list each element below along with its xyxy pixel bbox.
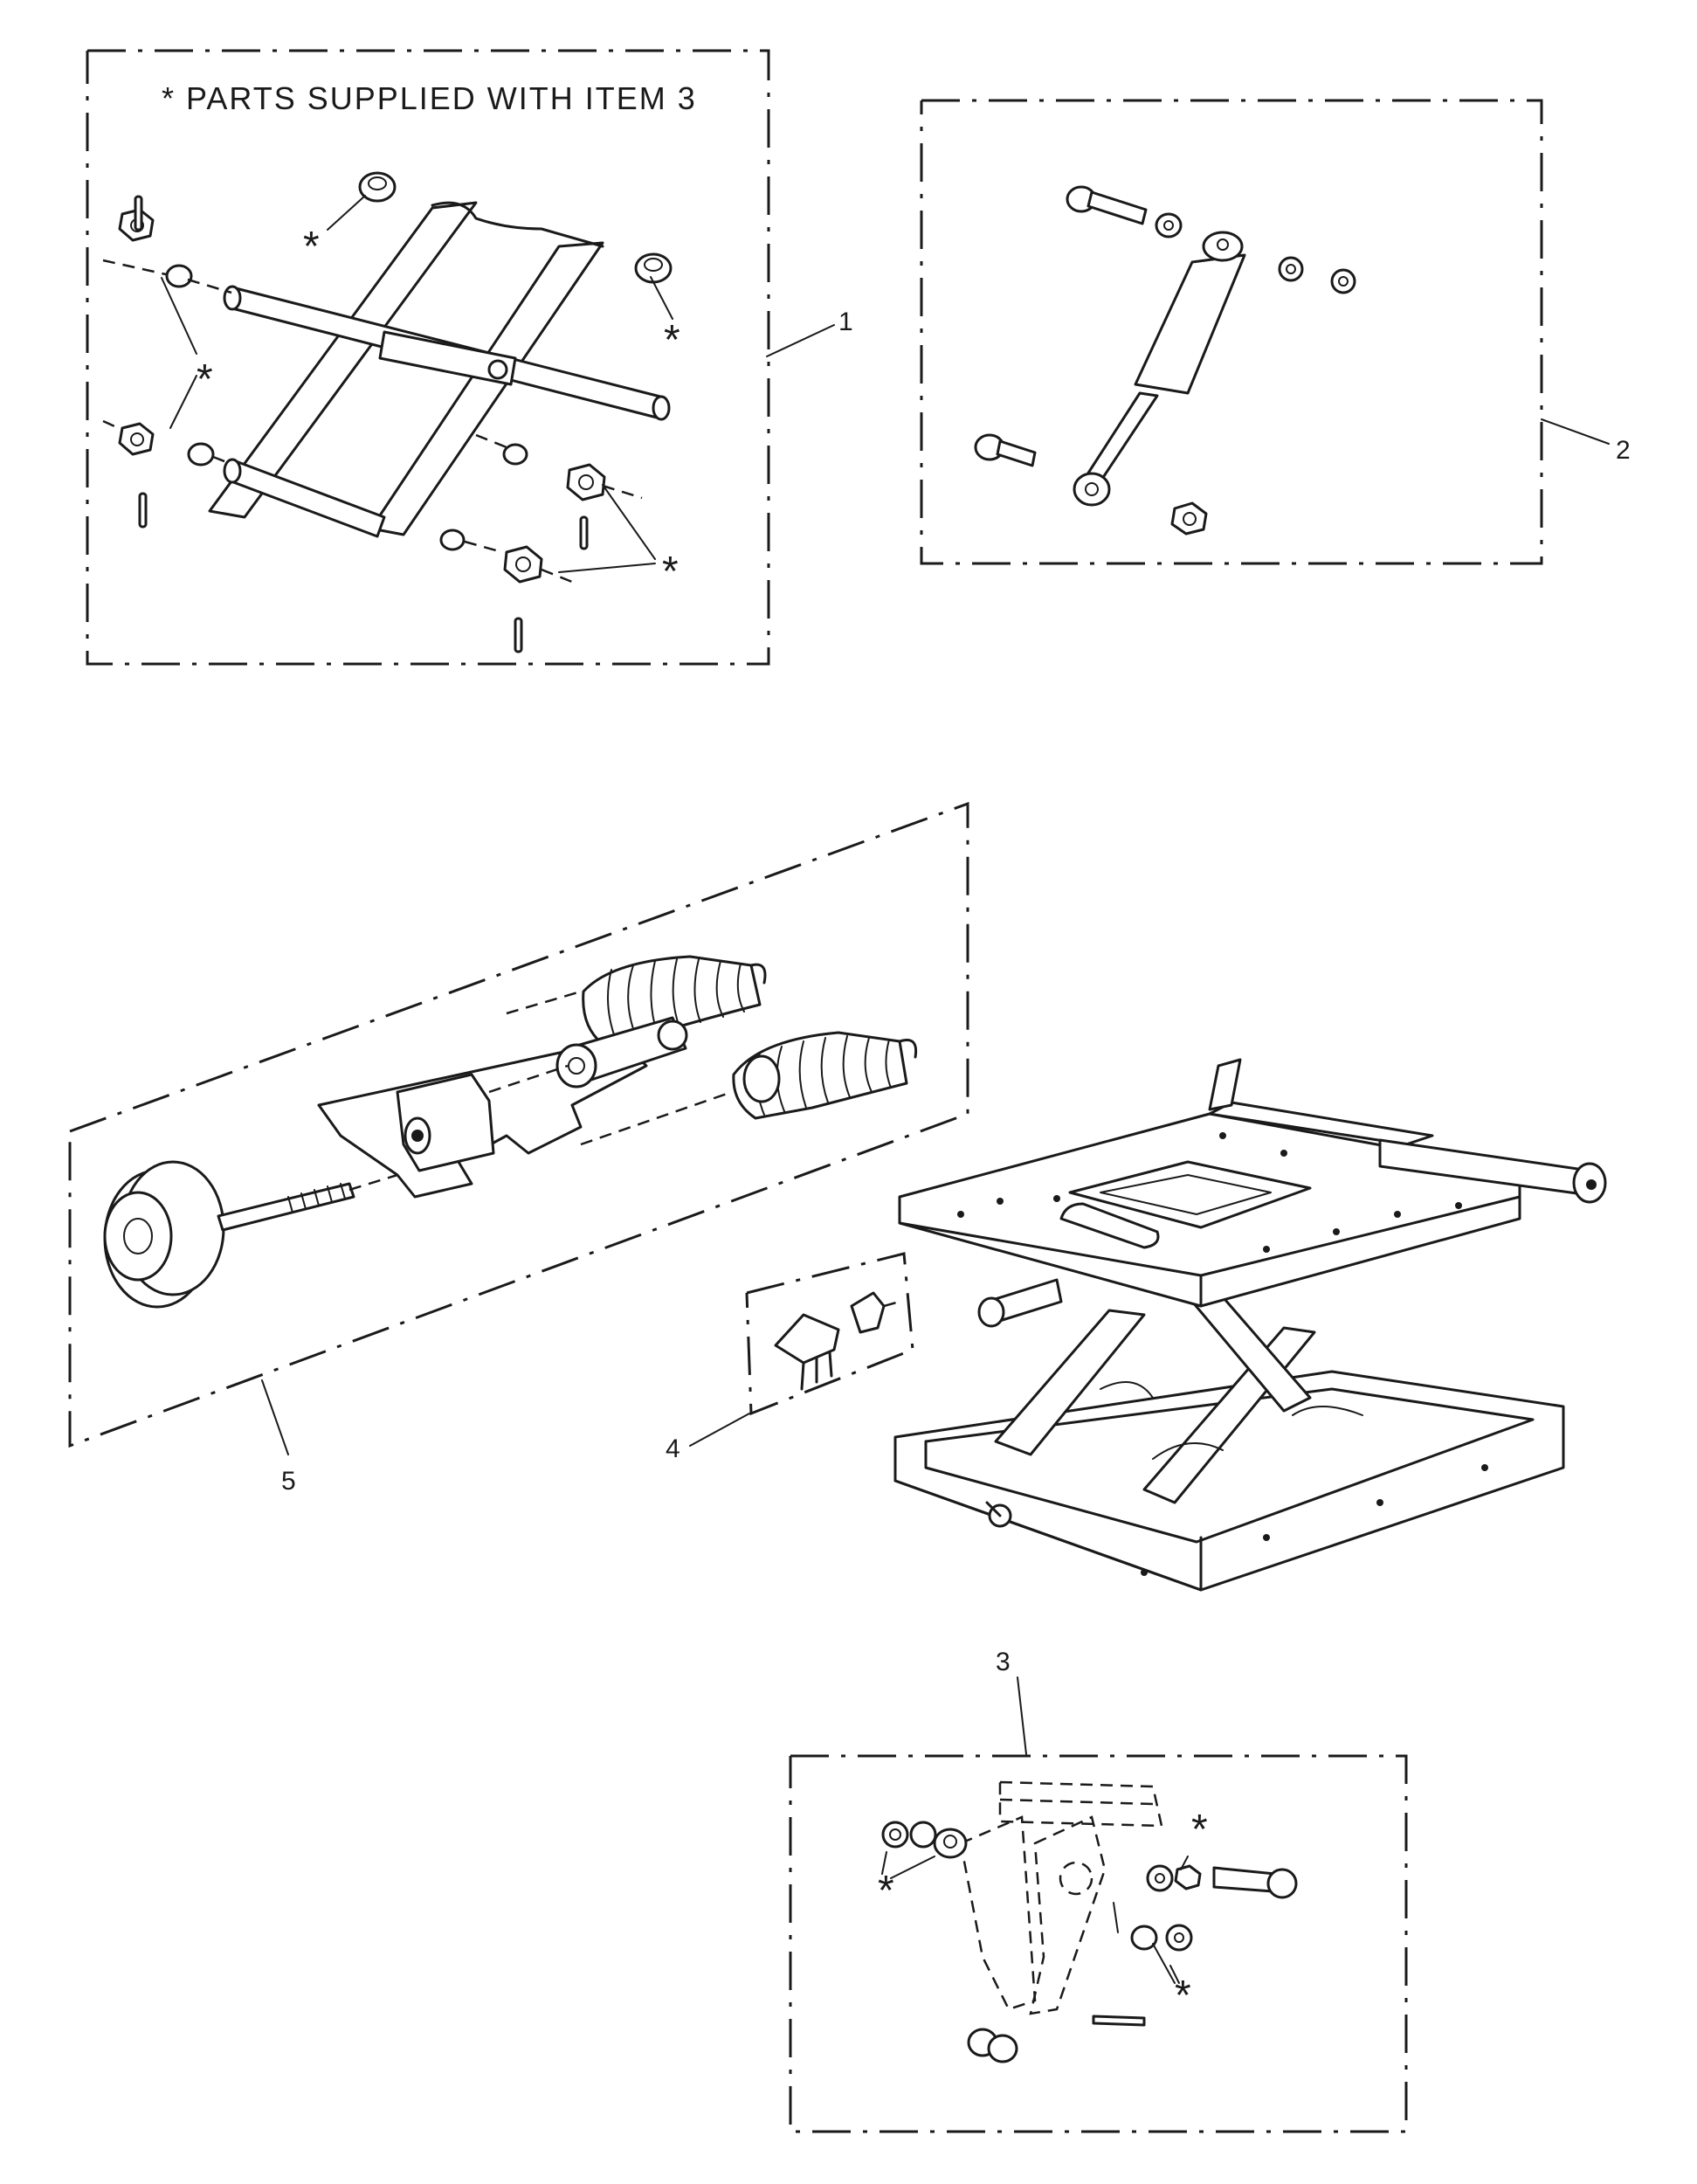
group-5-adjuster-knob: 5 — [68, 801, 969, 1496]
asterisk-marker: * — [662, 549, 679, 595]
bush-part — [634, 252, 673, 284]
spring-upper — [582, 955, 767, 1046]
asterisk-marker: * — [303, 224, 320, 270]
parts-note: * PARTS SUPPLIED WITH ITEM 3 — [162, 80, 697, 116]
asterisk-marker: * — [197, 356, 213, 403]
group-2-gas-strut: 2 — [920, 99, 1631, 565]
adjuster-knob — [103, 1160, 225, 1309]
asterisk-marker: * — [878, 1868, 894, 1914]
group-3-pivot-bushes: * * * 3 — [789, 1648, 1408, 2133]
group-4-clips: 4 — [666, 1252, 914, 1463]
callout-5: 5 — [281, 1467, 296, 1496]
callout-1: 1 — [838, 308, 853, 336]
callout-2: 2 — [1616, 436, 1631, 465]
asterisk-marker: * — [1191, 1807, 1208, 1853]
callout-3: 3 — [996, 1648, 1011, 1676]
asterisk-marker: * — [664, 317, 680, 363]
seat-suspension-frame — [893, 1058, 1607, 1592]
spring-lower — [732, 1031, 918, 1120]
callout-4: 4 — [666, 1434, 680, 1463]
group-1-scissor-arms: * PARTS SUPPLIED WITH ITEM 3 — [86, 49, 853, 666]
asterisk-marker: * — [1175, 1973, 1191, 2019]
bush-part — [358, 171, 397, 203]
